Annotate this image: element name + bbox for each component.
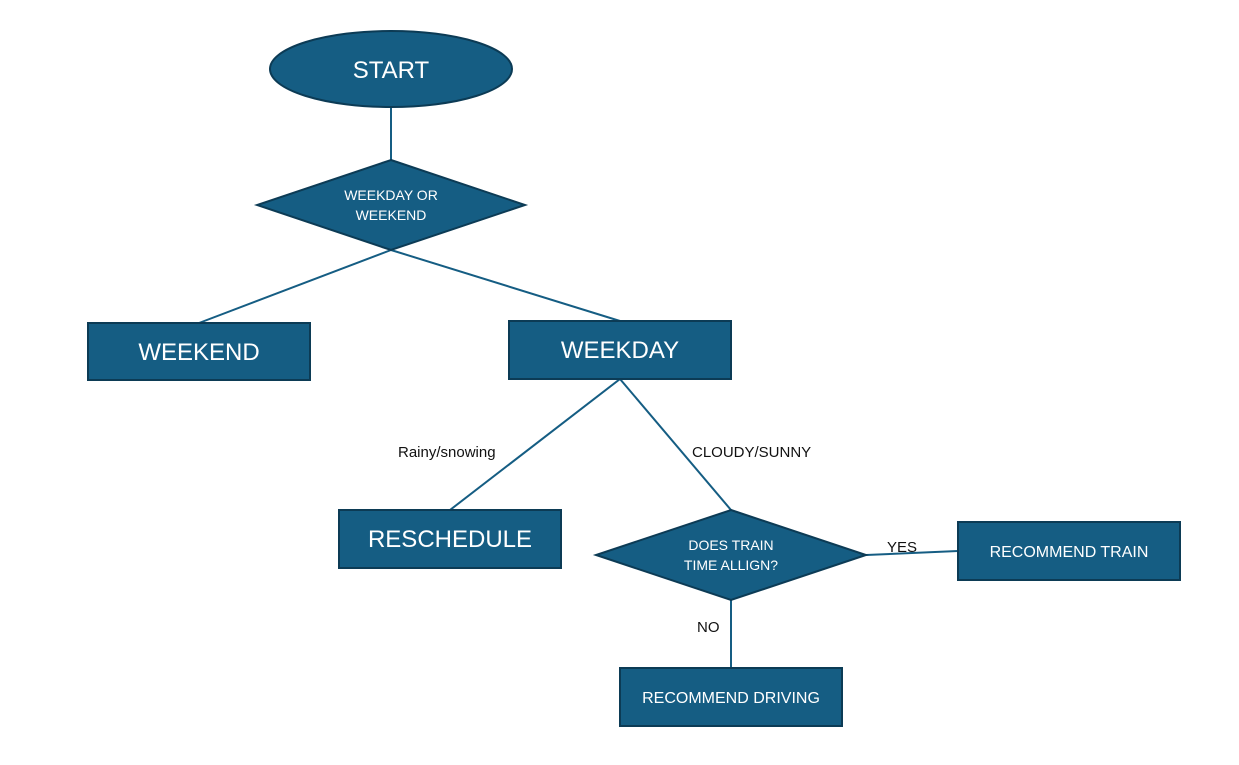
edge-label-yes: YES: [887, 539, 917, 556]
edge-label-cloudy: CLOUDY/SUNNY: [692, 444, 811, 461]
train-time-decision: DOES TRAIN TIME ALLIGN?: [592, 508, 870, 602]
weekday-or-weekend-decision: WEEKDAY OR WEEKEND: [253, 158, 529, 252]
edge-day-decision-to-weekday: [390, 249, 621, 322]
recommend-train-node: RECOMMEND TRAIN: [957, 521, 1181, 581]
recommend-train-label: RECOMMEND TRAIN: [990, 544, 1149, 561]
edge-train-decision-to-recommend-train: [865, 550, 959, 556]
reschedule-node: RESCHEDULE: [338, 509, 562, 569]
recommend-driving-label: RECOMMEND DRIVING: [642, 690, 820, 707]
start-label: START: [353, 57, 430, 84]
edge-weekday-to-reschedule: [449, 378, 621, 511]
decision-label-line-1: WEEKDAY OR: [344, 187, 438, 203]
weekend-node: WEEKEND: [87, 322, 311, 381]
recommend-driving-node: RECOMMEND DRIVING: [619, 667, 843, 727]
decision-label-line-2: WEEKEND: [356, 207, 427, 223]
edge-day-decision-to-weekend: [198, 249, 392, 324]
edge-label-rainy: Rainy/snowing: [398, 444, 496, 461]
start-node: START: [269, 30, 513, 108]
weekend-label: WEEKEND: [138, 339, 259, 366]
weekday-node: WEEKDAY: [508, 320, 732, 380]
edge-label-no: NO: [697, 619, 720, 636]
train-decision-label-line-1: DOES TRAIN: [688, 537, 773, 553]
weekday-label: WEEKDAY: [561, 337, 679, 364]
reschedule-label: RESCHEDULE: [368, 526, 532, 553]
edge-weekday-to-train-decision: [619, 378, 732, 511]
train-decision-label-line-2: TIME ALLIGN?: [684, 557, 778, 573]
